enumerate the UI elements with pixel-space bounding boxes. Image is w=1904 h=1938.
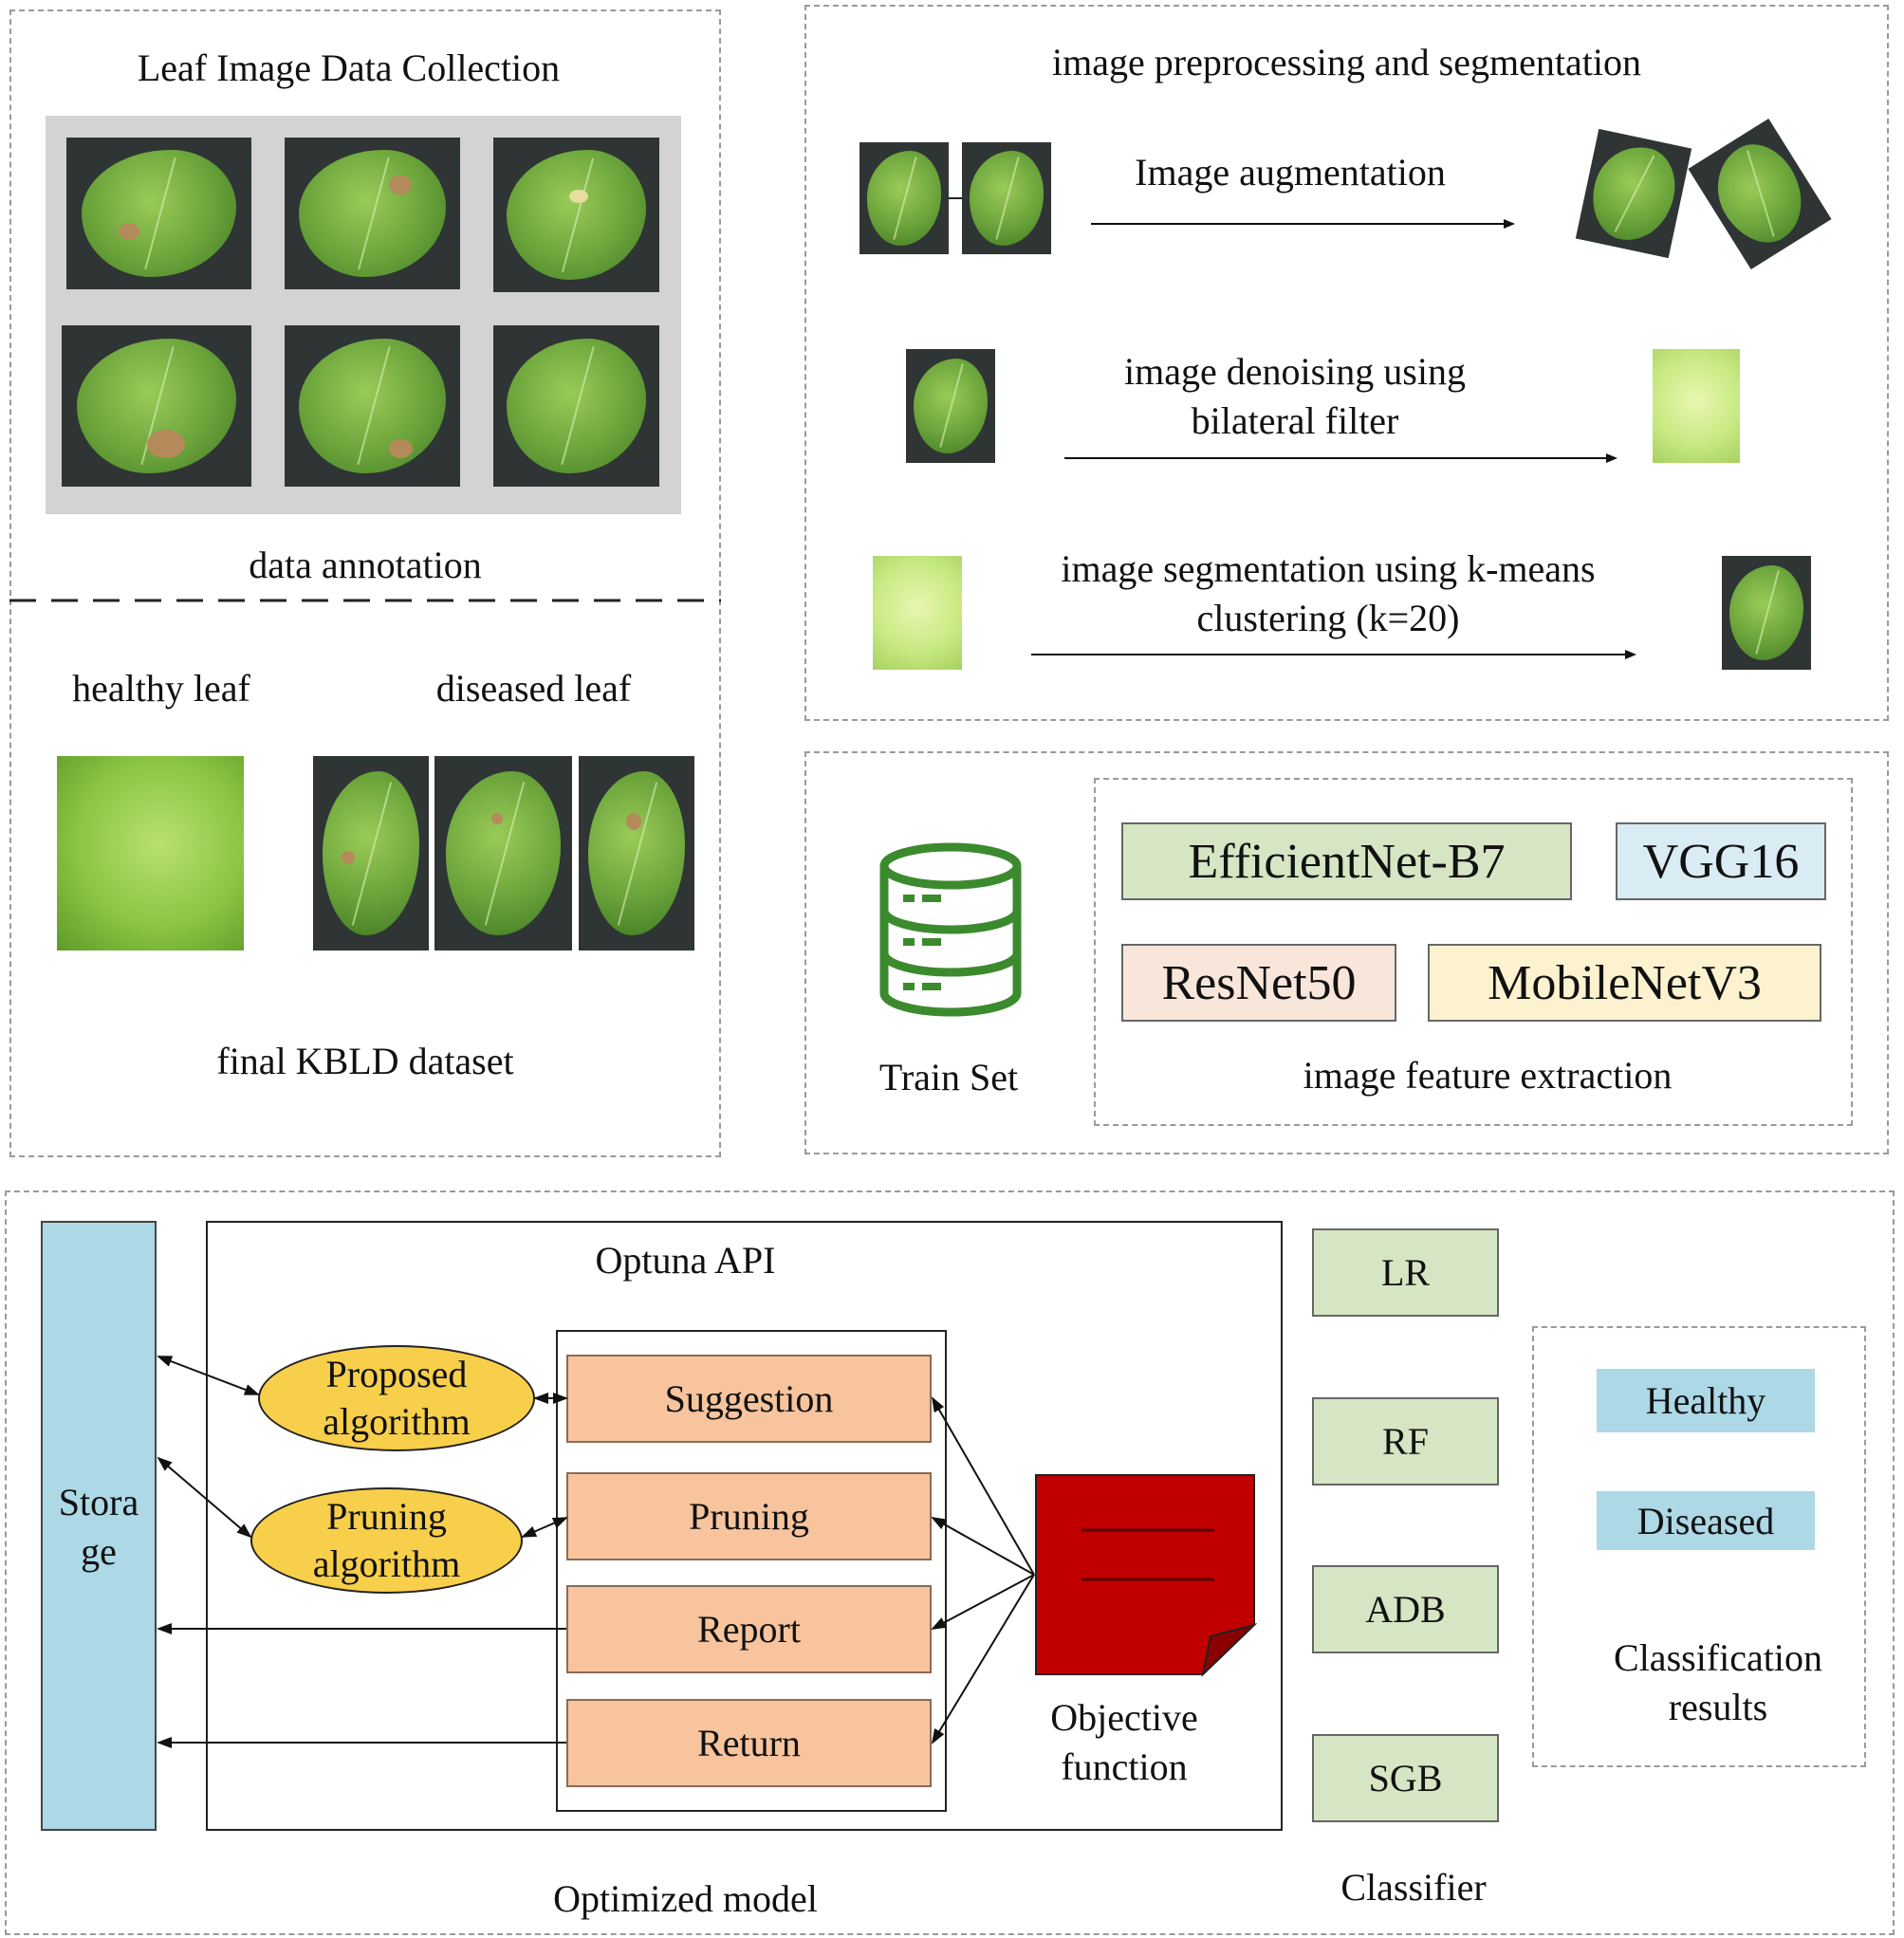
step-return: Return	[566, 1699, 932, 1787]
model-resnet50: ResNet50	[1121, 944, 1396, 1022]
denoise-label-line2: bilateral filter	[1191, 399, 1399, 442]
image-connector	[949, 197, 962, 199]
storage-label-line1: Stora	[58, 1481, 139, 1523]
leaf-image	[285, 138, 460, 289]
healthy-leaf-image	[57, 756, 244, 951]
objective-function-label-line2: function	[1061, 1745, 1188, 1788]
model-vgg16: VGG16	[1616, 822, 1826, 900]
trial-steps-box	[556, 1330, 947, 1812]
objective-pruning-arrow	[931, 1517, 1035, 1576]
proposed-algorithm-line2: algorithm	[323, 1400, 471, 1443]
leaf-image	[493, 325, 659, 487]
objective-function-label-line1: Objective	[1050, 1696, 1198, 1739]
result-diseased: Diseased	[1597, 1491, 1815, 1550]
collection-title: Leaf Image Data Collection	[137, 46, 561, 89]
storage-label-line2: ge	[81, 1530, 117, 1573]
annotation-label: data annotation	[249, 544, 482, 586]
objective-suggestion-arrow	[932, 1396, 1035, 1576]
proposed-algorithm-line1: Proposed	[325, 1353, 468, 1395]
optimized-model-caption: Optimized model	[553, 1877, 818, 1920]
model-mobilenetv3: MobileNetV3	[1428, 944, 1821, 1022]
storage-pruning-arrow	[157, 1456, 252, 1539]
healthy-leaf-label: healthy leaf	[72, 667, 250, 710]
objective-return-arrow	[931, 1574, 1035, 1744]
classifier-caption: Classifier	[1340, 1866, 1487, 1909]
objective-report-arrow	[931, 1574, 1035, 1630]
results-caption-line1: Classification	[1614, 1636, 1822, 1679]
augmentation-label: Image augmentation	[1135, 151, 1446, 194]
preprocessing-arrows	[1031, 219, 1636, 659]
step-suggestion: Suggestion	[566, 1355, 932, 1443]
final-dataset-label: final KBLD dataset	[216, 1040, 514, 1082]
denoised-leaf-input-image	[873, 556, 962, 670]
pruning-algorithm-line1: Pruning	[326, 1495, 447, 1538]
diseased-leaf-image	[579, 756, 694, 951]
objective-function-icon	[1035, 1474, 1257, 1677]
diseased-leaf-label: diseased leaf	[435, 667, 632, 710]
original-leaf-image	[962, 142, 1051, 254]
diseased-leaf-image	[313, 756, 429, 951]
result-healthy: Healthy	[1597, 1369, 1815, 1432]
segment-label-line2: clustering (k=20)	[1196, 597, 1460, 639]
leaf-image	[66, 138, 251, 289]
classifier-sgb: SGB	[1312, 1734, 1499, 1822]
storage-proposed-arrow	[157, 1356, 260, 1395]
feature-models-panel	[1094, 778, 1853, 1126]
leaf-image	[62, 325, 251, 487]
preprocessing-title: image preprocessing and segmentation	[1052, 41, 1641, 83]
optuna-api-title: Optuna API	[595, 1239, 776, 1282]
optimization-panel	[5, 1190, 1895, 1935]
storage-box	[41, 1221, 157, 1831]
denoise-label-line1: image denoising using	[1124, 350, 1466, 393]
segment-label-line1: image segmentation using k-means	[1061, 547, 1596, 590]
preprocessing-panel	[804, 5, 1889, 721]
database-icon	[879, 842, 1022, 1017]
classifier-adb: ADB	[1312, 1565, 1499, 1653]
diseased-leaf-image	[434, 756, 572, 951]
proposed-algorithm-oval: Proposed algorithm	[258, 1345, 535, 1451]
pruning-algo-link	[521, 1517, 568, 1538]
section-divider	[9, 599, 721, 602]
train-set-label: Train Set	[878, 1056, 1019, 1098]
feature-extraction-caption: image feature extraction	[1303, 1054, 1673, 1097]
pruning-algorithm-line2: algorithm	[312, 1542, 461, 1585]
step-report: Report	[566, 1585, 932, 1673]
leaf-image	[285, 325, 460, 487]
original-leaf-image	[860, 142, 949, 254]
classifier-lr: LR	[1312, 1228, 1499, 1317]
step-pruning: Pruning	[566, 1472, 932, 1560]
denoised-leaf-image	[1653, 349, 1740, 463]
input-leaf-image	[906, 349, 995, 463]
classifier-rf: RF	[1312, 1397, 1499, 1486]
pruning-algorithm-oval: Pruning algorithm	[250, 1487, 523, 1594]
data-collection-panel	[9, 9, 721, 1157]
results-panel	[1532, 1326, 1866, 1767]
model-efficientnet-b7: EfficientNet-B7	[1121, 822, 1572, 900]
segmented-leaf-image	[1722, 556, 1811, 670]
leaf-image	[493, 138, 659, 292]
feature-extraction-panel	[804, 751, 1889, 1154]
results-caption-line2: results	[1668, 1686, 1768, 1728]
